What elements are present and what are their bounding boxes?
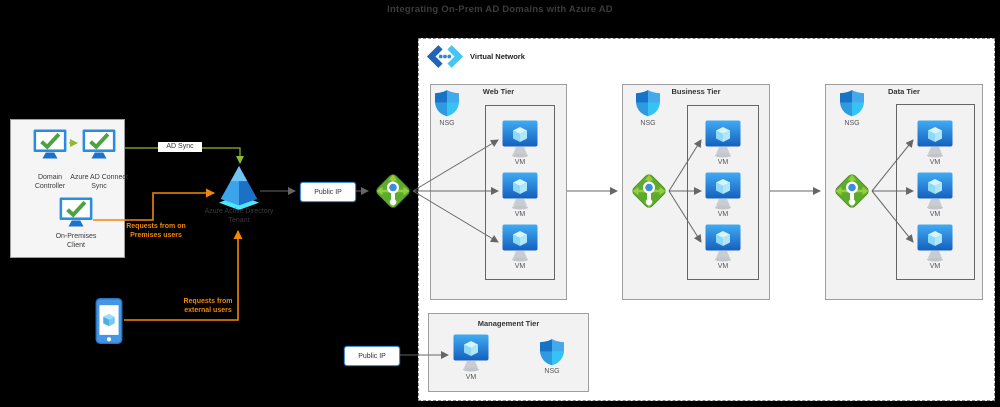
data-vm1-label: VM xyxy=(929,159,941,166)
data-vm2-label: VM xyxy=(929,211,941,218)
domain-controller-label: Domain Controller xyxy=(34,174,66,190)
data-vm1-icon xyxy=(917,120,953,158)
web-vm3-label: VM xyxy=(514,263,526,270)
business-tier-title: Business Tier xyxy=(671,87,721,96)
public-ip-web-label: Public IP xyxy=(314,188,342,196)
domain-controller-icon xyxy=(33,129,67,159)
public-ip-management-label: Public IP xyxy=(358,352,386,360)
data-nsg-label: NSG xyxy=(844,120,860,127)
on-premises-client-label: On-Premises Client xyxy=(55,233,97,249)
mobile-phone-icon xyxy=(95,298,123,344)
data-vm3-label: VM xyxy=(929,263,941,270)
web-nsg-icon xyxy=(434,89,460,117)
load-balancer-web-icon xyxy=(373,171,413,211)
business-vm2-icon xyxy=(705,172,741,210)
web-nsg-label: NSG xyxy=(439,120,455,127)
azure-ad-connect-sync-icon xyxy=(82,129,116,159)
azure-ad-tenant-icon xyxy=(217,165,261,211)
load-balancer-data-icon xyxy=(832,171,872,211)
on-premises-client-icon xyxy=(59,197,93,227)
web-vm1-icon xyxy=(502,120,538,158)
azure-ad-connect-sync-label: Azure AD Connect Sync xyxy=(70,174,128,190)
web-vm2-label: VM xyxy=(514,211,526,218)
management-nsg-label: NSG xyxy=(544,368,560,375)
business-vm1-icon xyxy=(705,120,741,158)
management-nsg-icon xyxy=(539,338,565,366)
business-vm3-icon xyxy=(705,224,741,262)
azure-ad-tenant-label: Azure Active Directory Tenant xyxy=(204,208,274,224)
web-vm3-icon xyxy=(502,224,538,262)
business-nsg-label: NSG xyxy=(640,120,656,127)
business-nsg-icon xyxy=(635,89,661,117)
load-balancer-business-icon xyxy=(629,171,669,211)
public-ip-management: Public IP xyxy=(344,346,400,366)
web-tier-title: Web Tier xyxy=(482,87,515,96)
web-vm1-label: VM xyxy=(514,159,526,166)
data-tier-title: Data Tier xyxy=(888,87,920,96)
web-vm2-icon xyxy=(502,172,538,210)
management-tier-title: Management Tier xyxy=(477,319,540,328)
data-vm3-icon xyxy=(917,224,953,262)
virtual-network-label: Virtual Network xyxy=(470,52,525,61)
business-vm2-label: VM xyxy=(717,211,729,218)
data-nsg-icon xyxy=(839,89,865,117)
business-vm3-label: VM xyxy=(717,263,729,270)
public-ip-web: Public IP xyxy=(300,182,356,202)
management-vm-icon xyxy=(453,334,489,372)
diagram-title: Integrating On-Prem AD Domains with Azur… xyxy=(387,4,613,15)
business-vm1-label: VM xyxy=(717,159,729,166)
virtual-network-icon xyxy=(426,45,464,68)
data-vm2-icon xyxy=(917,172,953,210)
onprem-requests-label: Requests from on Premises users xyxy=(126,223,186,239)
external-requests-label: Requests from external users xyxy=(183,298,233,314)
ad-sync-edge-label: AD Sync xyxy=(158,142,202,152)
management-vm-label: VM xyxy=(465,374,477,381)
